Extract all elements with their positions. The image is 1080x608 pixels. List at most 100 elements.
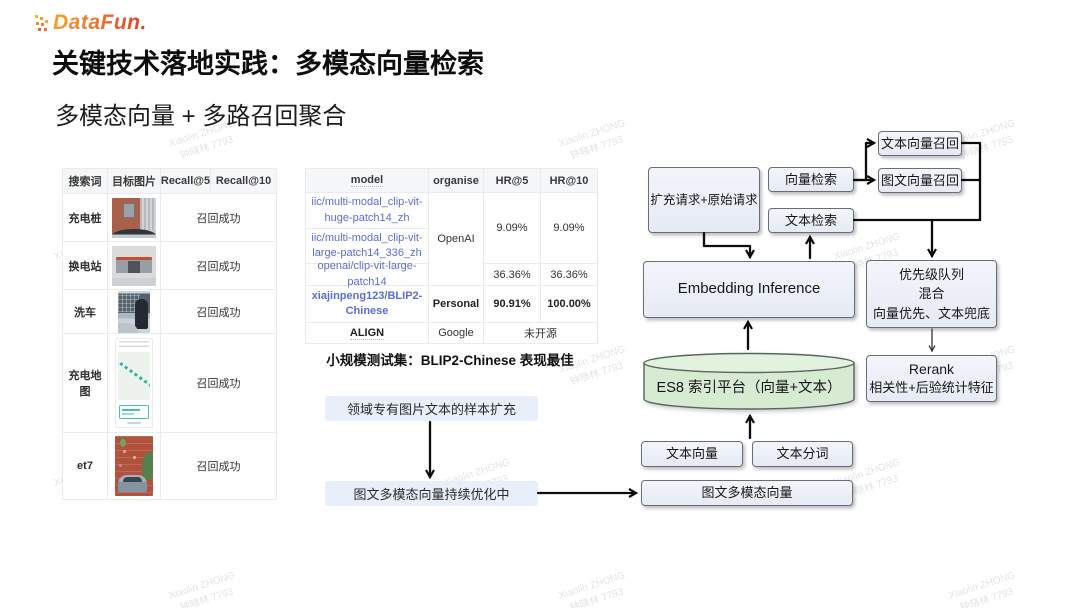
model-col-header: HR@5 bbox=[484, 169, 541, 193]
multimodal-vector-label: 图文多模态向量 bbox=[701, 485, 793, 501]
photo-detail bbox=[120, 439, 126, 447]
hr10-value: 9.09% bbox=[541, 193, 598, 264]
model-col-header: HR@10 bbox=[541, 169, 598, 193]
image-text-vector-recall-box: 图文向量召回 bbox=[878, 168, 962, 193]
model-link[interactable]: iic/multi-modal_clip-vit-huge-patch14_zh bbox=[306, 193, 429, 229]
text-vector-label: 文本向量 bbox=[665, 446, 718, 462]
photo-detail bbox=[112, 228, 156, 238]
search-term: 换电站 bbox=[63, 242, 108, 290]
photo-detail bbox=[112, 277, 156, 286]
photo-detail bbox=[123, 450, 126, 453]
text-vector-box: 文本向量 bbox=[641, 441, 743, 467]
hr5-value: 90.91% bbox=[484, 286, 541, 323]
text-tokenize-label: 文本分词 bbox=[776, 446, 829, 462]
battery-swap-station-photo bbox=[112, 245, 156, 286]
recall-result: 召回成功 bbox=[161, 242, 277, 290]
text-vector-recall-label: 文本向量召回 bbox=[880, 135, 959, 151]
line-text-vector-recall-merge bbox=[960, 141, 982, 222]
photo-detail bbox=[119, 341, 149, 349]
model-link[interactable]: iic/multi-modal_clip-vit-large-patch14_3… bbox=[306, 229, 429, 264]
embedding-inference-box: Embedding Inference bbox=[643, 261, 855, 318]
recall-result: 召回成功 bbox=[161, 433, 277, 500]
target-image-cell bbox=[108, 433, 161, 500]
recall-col-header: 目标图片 bbox=[108, 169, 161, 194]
recall-result: 召回成功 bbox=[161, 334, 277, 433]
hr10-value: 100.00% bbox=[541, 286, 598, 323]
target-image-cell bbox=[108, 194, 161, 242]
logo-text: DataFun. bbox=[53, 11, 147, 34]
expand-request-box: 扩充请求+原始请求 bbox=[648, 167, 760, 233]
optimizing-box: 图文多模态向量持续优化中 bbox=[325, 481, 538, 506]
photo-detail bbox=[118, 293, 140, 312]
priority-queue-line: 混合 bbox=[918, 286, 945, 302]
embedding-inference-label: Embedding Inference bbox=[677, 280, 821, 298]
image-text-vector-recall-label: 图文向量召回 bbox=[880, 172, 959, 188]
hr5-value: 9.09% bbox=[484, 193, 541, 264]
hr5-value: 36.36% bbox=[484, 264, 541, 286]
rerank-line: 相关性+后验统计特征 bbox=[869, 380, 994, 396]
optimizing-label: 图文多模态向量持续优化中 bbox=[353, 487, 510, 502]
photo-detail bbox=[119, 362, 150, 395]
target-image-cell bbox=[108, 334, 161, 433]
arrow-expand-to-embedding bbox=[702, 231, 755, 260]
photo-detail bbox=[142, 452, 153, 480]
sample-expand-label: 领域专有图片文本的样本扩充 bbox=[346, 402, 516, 417]
arrow-vector-search-to-text-vector-recall bbox=[852, 138, 877, 182]
search-term: 充电地图 bbox=[63, 334, 108, 433]
es8-index-platform-cylinder: ES8 索引平台（向量+文本） bbox=[643, 352, 855, 411]
recall-col-header: Recall@5 bbox=[161, 169, 211, 194]
datafun-logo: DataFun. bbox=[34, 11, 147, 35]
logo-dots-icon bbox=[34, 13, 50, 33]
photo-detail bbox=[140, 197, 156, 230]
organisation-cell: Personal bbox=[429, 286, 484, 323]
text-vector-recall-box: 文本向量召回 bbox=[878, 131, 962, 156]
charging-map-screenshot bbox=[115, 338, 153, 428]
page-title: 关键技术落地实践：多模态向量检索 bbox=[52, 49, 484, 79]
search-term: 洗车 bbox=[63, 290, 108, 334]
photo-detail bbox=[127, 422, 141, 424]
vector-search-box: 向量检索 bbox=[768, 167, 854, 192]
text-search-label: 文本检索 bbox=[784, 212, 837, 228]
expand-request-label: 扩充请求+原始请求 bbox=[650, 192, 758, 207]
not-open-source-cell: 未开源 bbox=[484, 323, 598, 344]
model-name: ALIGN bbox=[306, 323, 429, 344]
photo-detail bbox=[135, 298, 148, 329]
model-col-header: model bbox=[306, 169, 429, 193]
rerank-line: Rerank bbox=[908, 360, 955, 377]
page-subtitle: 多模态向量 + 多路召回聚合 bbox=[55, 103, 347, 130]
et7-car-photo bbox=[115, 436, 153, 496]
organisation-cell: OpenAI bbox=[429, 193, 484, 286]
photo-detail bbox=[119, 405, 149, 419]
photo-detail bbox=[118, 352, 150, 400]
photo-detail bbox=[123, 477, 142, 482]
photo-detail bbox=[128, 260, 140, 273]
sample-expand-box: 领域专有图片文本的样本扩充 bbox=[325, 396, 538, 421]
hr10-value: 36.36% bbox=[541, 264, 598, 286]
model-col-header: organise bbox=[429, 169, 484, 193]
target-image-cell bbox=[108, 242, 161, 290]
photo-detail bbox=[122, 409, 140, 411]
model-table-caption: 小规模测试集：BLIP2-Chinese 表现最佳 bbox=[326, 353, 574, 368]
model-table: model organise HR@5 HR@10 iic/multi-moda… bbox=[305, 168, 598, 344]
priority-queue-line: 优先级队列 bbox=[898, 266, 964, 282]
organisation-cell: Google bbox=[429, 323, 484, 344]
target-image-cell bbox=[108, 290, 161, 334]
rerank-box: Rerank 相关性+后验统计特征 bbox=[866, 355, 997, 402]
recall-result: 召回成功 bbox=[161, 290, 277, 334]
man-washing-car-photo bbox=[118, 290, 150, 333]
wall-charger-photo bbox=[112, 197, 156, 238]
search-term: 充电桩 bbox=[63, 194, 108, 242]
model-link[interactable]: openai/clip-vit-large-patch14 bbox=[306, 260, 429, 288]
priority-queue-box: 优先级队列 混合 向量优先、文本兜底 bbox=[866, 260, 997, 328]
search-term: et7 bbox=[63, 433, 108, 500]
recall-col-header: 搜索词 bbox=[63, 169, 108, 194]
text-search-box: 文本检索 bbox=[768, 208, 854, 233]
multimodal-vector-box: 图文多模态向量 bbox=[641, 480, 853, 506]
model-link[interactable]: xiajinpeng123/BLIP2-Chinese bbox=[306, 286, 429, 323]
photo-detail bbox=[123, 202, 135, 218]
text-tokenize-box: 文本分词 bbox=[752, 441, 853, 467]
recall-result: 召回成功 bbox=[161, 194, 277, 242]
priority-queue-line: 向量优先、文本兜底 bbox=[872, 305, 990, 321]
cylinder-shape bbox=[643, 352, 855, 410]
